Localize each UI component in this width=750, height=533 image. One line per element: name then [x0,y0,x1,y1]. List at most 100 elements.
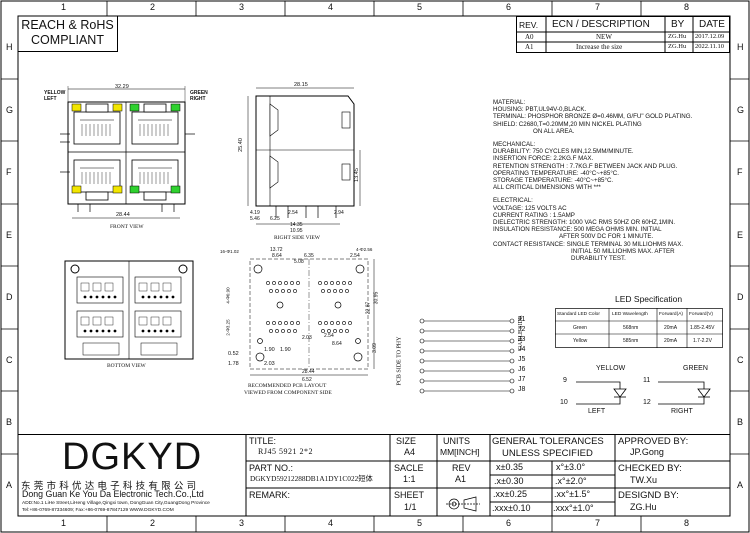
led-yellow [112,103,123,112]
pcb-dim: 30.95 [373,291,380,305]
pin-label: J7 [518,376,526,383]
note-line: CONTACT RESISTANCE: SINGLE TERMINAL 30 M… [493,240,684,248]
checked-by-value: TW.Xu [630,475,658,485]
led-spec-cell: Green [573,325,587,331]
led-spec: LED Specification Standard LED Color LED… [555,294,723,350]
tolerance-linear: .x±0.30 [494,476,524,486]
pcb-side-label: PCB SIDE TO PHY [396,336,403,386]
note-line: ALL CRITICAL DIMENSIONS WITH *** [493,184,601,192]
pcb-dim: 22.87 [365,301,372,315]
row-label: B [6,417,13,427]
pcb-dim: 1.90 [280,347,291,353]
pcb-dim: 8.64 [272,253,282,259]
cable-side-label: CABLE SIDE [518,315,524,351]
row-label: A [737,480,744,490]
rev-value: A1 [455,474,467,484]
row-label: H [6,42,13,52]
by-cell: ZG.Hu [668,43,687,50]
tolerance-angular: .x°±2.0° [555,476,587,486]
date-cell: 2017.12.09 [695,33,725,40]
pcb-dim: 2.03 [264,361,275,367]
scale-label: SACLE [394,463,424,473]
led-left-pin-b: 10 [560,399,568,406]
row-label: D [6,292,13,302]
note-line: CURRENT RATING : 1.5AMP [493,211,575,219]
dim-side-d: 2.54 [288,210,298,216]
remark-label: REMARK: [249,490,291,500]
pcb-dim: 2.54 [324,333,334,339]
note-line: INITIAL 50 MILLIOHMS MAX. AFTER [571,247,675,255]
company-address: ADD:No.1 LiHe Street,LiHeng Village,Qing… [22,501,210,506]
row-labels-right: H G F E D C B A [737,0,747,533]
col-label: 2 [150,2,156,12]
col-label: 5 [417,2,423,12]
pin-label: J8 [518,386,526,393]
led-spec-cell: 1.7-2.2V [693,338,712,344]
row-label: C [737,355,744,365]
bottom-view-caption: BOTTOM VIEW [107,363,146,369]
col-label: 7 [595,2,601,12]
note-line: DURABILITY TEST. [571,255,626,263]
led-spec-header: Forward(V) [689,312,713,317]
company-name-cn: 东 莞 市 科 优 达 电 子 科 技 有 限 公 司 [21,481,197,492]
column-labels-bottom: 1 2 3 4 5 6 7 8 [0,518,750,532]
pcb-hole-note: 4-Φ0.90 [225,287,231,304]
compliance-badge: REACH & RoHS COMPLIANT [18,16,118,52]
pcb-dim: 8.64 [332,341,342,347]
tolerance-linear: .xx±0.25 [493,489,527,499]
company-contact: Tel:+86-0769-87334609; Fax:+86-0769-8784… [22,508,174,513]
col-label: 3 [239,518,245,528]
led-spec-cell: 568nm [623,325,639,331]
row-label: C [6,355,13,365]
tolerance-linear: .xxx±0.10 [492,503,531,513]
pcb-hole-note: 2-Φ3.25 [225,319,231,336]
pin-label: J3 [518,336,526,343]
led-right-side: RIGHT [671,408,693,415]
led-spec-cell: 1.85-2.45V [690,325,715,331]
designed-by-value: ZG.Hu [630,502,657,512]
col-label: 1 [61,2,67,12]
title-value: RJ45 5921 2*2 [258,447,313,456]
pcb-dim: 1.78 [228,361,239,367]
tolerance-title: GENERAL TOLERANCES [492,436,604,447]
led-spec-header: LED Wavelength [612,312,648,317]
dim-side-f: 10.95 [290,228,303,234]
led-spec-title: LED Specification [615,294,683,304]
pcb-layout-caption: RECOMMENDED PCB LAYOUT [248,383,327,389]
led-spec-header: Forward(A) [659,312,683,317]
designed-by-label: DESIGND BY: [618,490,679,501]
note-line: VOLTAGE: 125 VOLTS AC [493,204,567,212]
dim-front-bottom: 28.44 [116,212,130,218]
pcb-dim: 6.52 [302,377,312,383]
tolerance-angular: .xxx°±1.0° [553,503,594,513]
note-line: DURABILITY: 750 CYCLES MIN,12.5MM/MINUTE… [493,148,634,156]
pcb-dim: 0.52 [228,351,239,357]
led-spec-header: Standard LED Color [557,312,600,317]
pin-label: J2 [518,326,526,333]
dim-side-b: 5.46 [250,216,260,222]
rev-label: REV [452,463,471,473]
dim-side-a: 4.19 [250,210,260,216]
note-heading: MATERIAL: [493,99,526,106]
pin-label: J1 [518,316,526,323]
led-spec-cell: 585nm [623,338,639,344]
right-side-view-caption: RIGHT SIDE VIEW [274,235,320,241]
col-label: 5 [417,518,423,528]
row-label: F [737,167,743,177]
col-label: 3 [239,2,245,12]
led-spec-cell: Yellow [573,338,588,344]
led-right-color: GREEN [683,365,708,372]
note-line: STORAGE TEMPERATURE: -40°C~+85°C. [493,177,614,185]
led-right-pin-a: 11 [643,377,651,384]
compliance-line-1: REACH & RoHS [21,18,114,32]
spec-notes: MATERIAL: HOUSING: PBT,UL94V-0,BLACK. TE… [493,99,723,262]
dim-side-g: 2.94 [334,210,344,216]
units-label: UNITS [443,436,470,446]
front-view-caption: FRONT VIEW [110,224,144,230]
pcb-layout-subcaption: VIEWED FROM COMPONENT SIDE [244,390,332,396]
title-label: TITLE: [249,436,277,446]
pcb-dim: 3.09 [371,343,378,353]
col-label: 6 [506,2,512,12]
company-name-en: Dong Guan Ke You Da Electronic Tech.Co.,… [22,489,204,499]
